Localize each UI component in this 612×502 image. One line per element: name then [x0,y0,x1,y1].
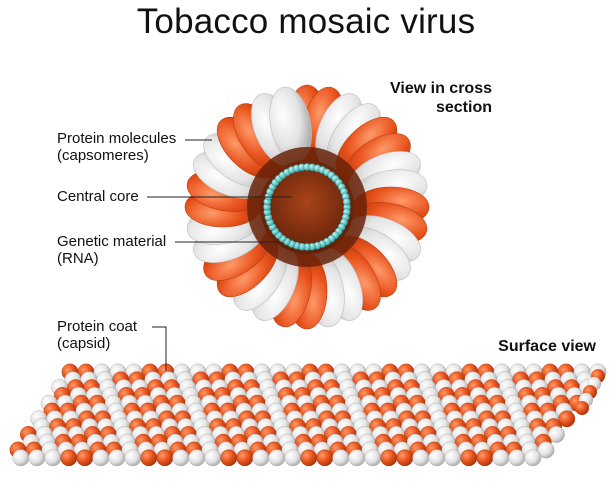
capsid-subunit [524,449,542,467]
label-genetic-material: Genetic material (RNA) [57,233,166,267]
capsid-subunit [108,449,126,467]
label-genetic-material-line1: Genetic material [57,233,167,250]
diagram-title: Tobacco mosaic virus [136,2,476,41]
capsid-subunit [364,449,382,467]
capsid-subunit [396,449,414,467]
label-genetic-material-line2: (RNA) [57,250,99,267]
capsid-end-subunit [575,401,589,415]
capsid-subunit [300,449,318,467]
rna-helix-beads [263,163,351,251]
capsid-subunit [537,441,555,459]
capsid-subunit [28,449,46,467]
capsid-subunit [508,449,526,467]
capsid-surface-rod [9,363,607,467]
capsid-subunit [156,449,174,467]
cross-section-heading: View in cross section [390,79,492,117]
capsid-subunit [348,449,366,467]
capsid-subunit [428,449,446,467]
capsid-subunit [76,449,94,467]
leader-protein-coat [152,326,167,371]
capsid-subunit [492,449,510,467]
capsid-subunit [268,449,286,467]
capsid-subunit [140,449,158,467]
capsid-subunit [12,449,30,467]
capsid-subunit [204,449,222,467]
capsid-subunit [44,449,62,467]
capsid-subunit [316,449,334,467]
capsid-subunit [548,425,565,443]
cross-section-heading-line2: section [435,99,492,116]
surface-view-heading: Surface view [498,338,596,355]
label-protein-coat-line2: (capsid) [57,335,111,352]
capsid-subunit [412,449,430,467]
capsid-subunit [60,449,78,467]
central-core [260,160,354,254]
capsid-subunit [220,449,238,467]
leader-lines [147,139,292,371]
capsid-subunit [252,449,270,467]
label-central-core: Central core [57,188,139,205]
capsid-subunit [558,410,576,428]
label-protein-coat: Protein coat (capsid) [57,318,137,352]
capsid-subunit [172,449,190,467]
rna-bead [342,197,351,206]
capsid-subunit [460,449,478,467]
label-protein-molecules-line1: Protein molecules [57,130,177,147]
label-protein-coat-line1: Protein coat [57,318,138,335]
capsid-subunit [380,449,398,467]
capsid-subunit [92,449,110,467]
capsid-subunit [444,449,462,467]
label-protein-molecules: Protein molecules (capsomeres) [57,130,176,164]
capsid-subunit [476,449,494,467]
capsid-subunit [332,449,350,467]
label-protein-molecules-line2: (capsomeres) [57,147,149,164]
capsid-subunit [284,449,302,467]
capsid-subunit [236,449,254,467]
cross-section-heading-line1: View in cross [390,80,492,97]
capsid-subunit [188,449,206,467]
capsid-subunit [124,449,142,467]
